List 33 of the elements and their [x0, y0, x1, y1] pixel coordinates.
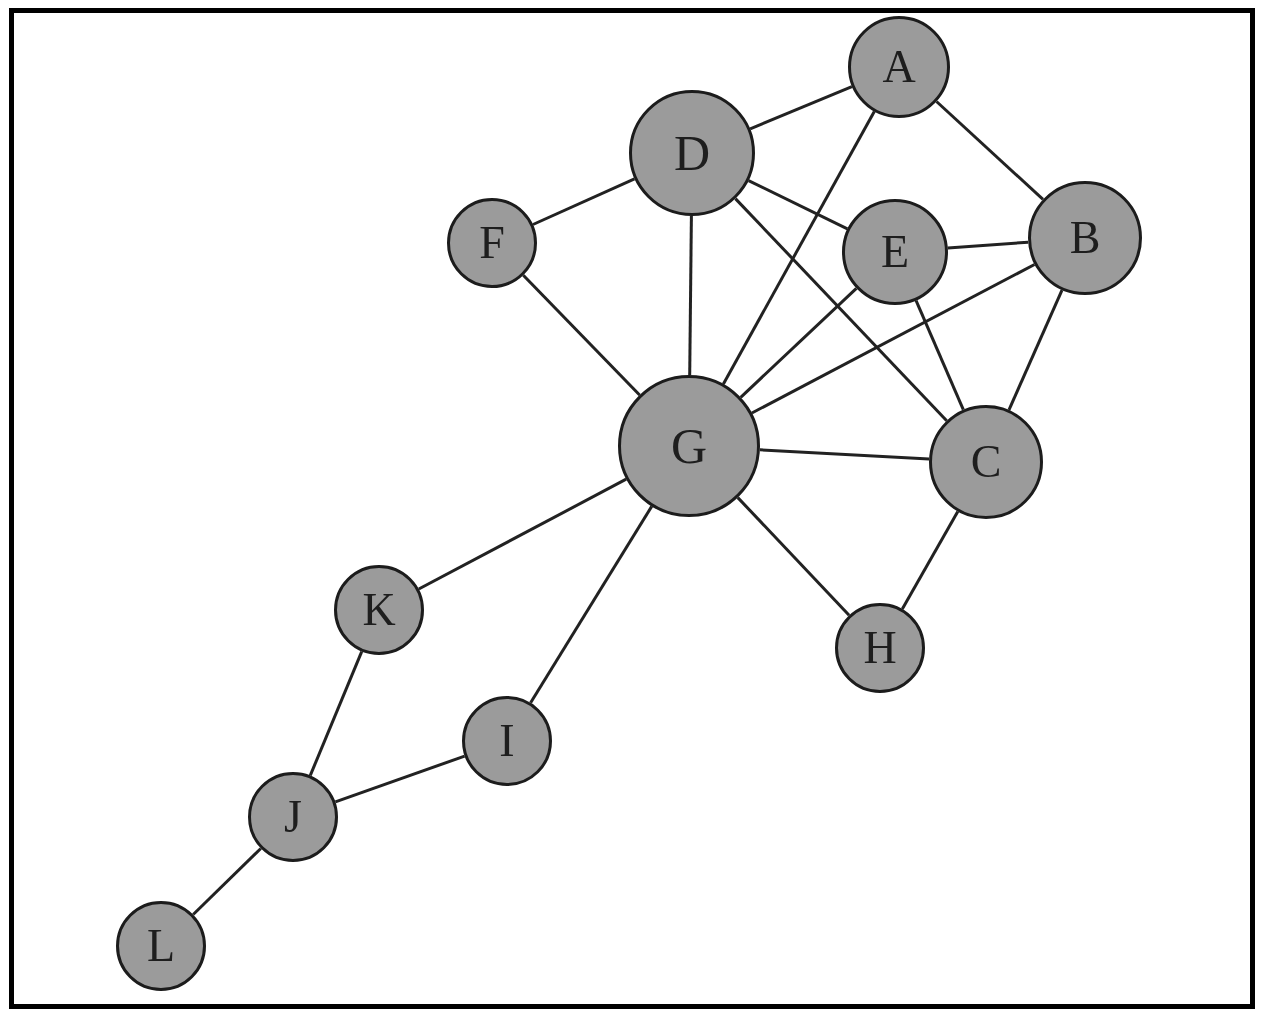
- connector-line: [749, 85, 853, 131]
- node-label: D: [673, 128, 711, 178]
- node-label: I: [499, 718, 515, 764]
- node-label: C: [970, 439, 1002, 485]
- connector-line: [722, 110, 876, 385]
- connector-line: [914, 300, 965, 411]
- connector-line: [418, 477, 627, 591]
- node-label: A: [882, 44, 916, 90]
- connector-line: [308, 651, 364, 776]
- connector-line: [688, 216, 693, 375]
- node-label: L: [146, 923, 176, 969]
- node-label: F: [479, 220, 505, 266]
- connector-line: [529, 505, 653, 704]
- connector-line: [739, 287, 858, 399]
- connector-line: [1007, 289, 1064, 411]
- connector-line: [736, 496, 851, 617]
- connector-line: [751, 263, 1036, 415]
- connector-line: [901, 510, 960, 610]
- connector-line: [747, 179, 849, 231]
- node-label: E: [880, 229, 910, 275]
- connector-line: [532, 177, 636, 226]
- node-label: K: [362, 587, 396, 633]
- node-label: J: [284, 794, 302, 840]
- connector-line: [192, 847, 262, 916]
- connector-line: [734, 197, 948, 422]
- connector-line: [947, 240, 1029, 250]
- connector-line: [935, 100, 1044, 201]
- node-label: H: [863, 625, 897, 671]
- node-label: G: [670, 421, 708, 471]
- connector-line: [334, 754, 466, 804]
- connector-line: [522, 274, 641, 397]
- connector-line: [759, 448, 930, 461]
- node-label: B: [1069, 215, 1101, 261]
